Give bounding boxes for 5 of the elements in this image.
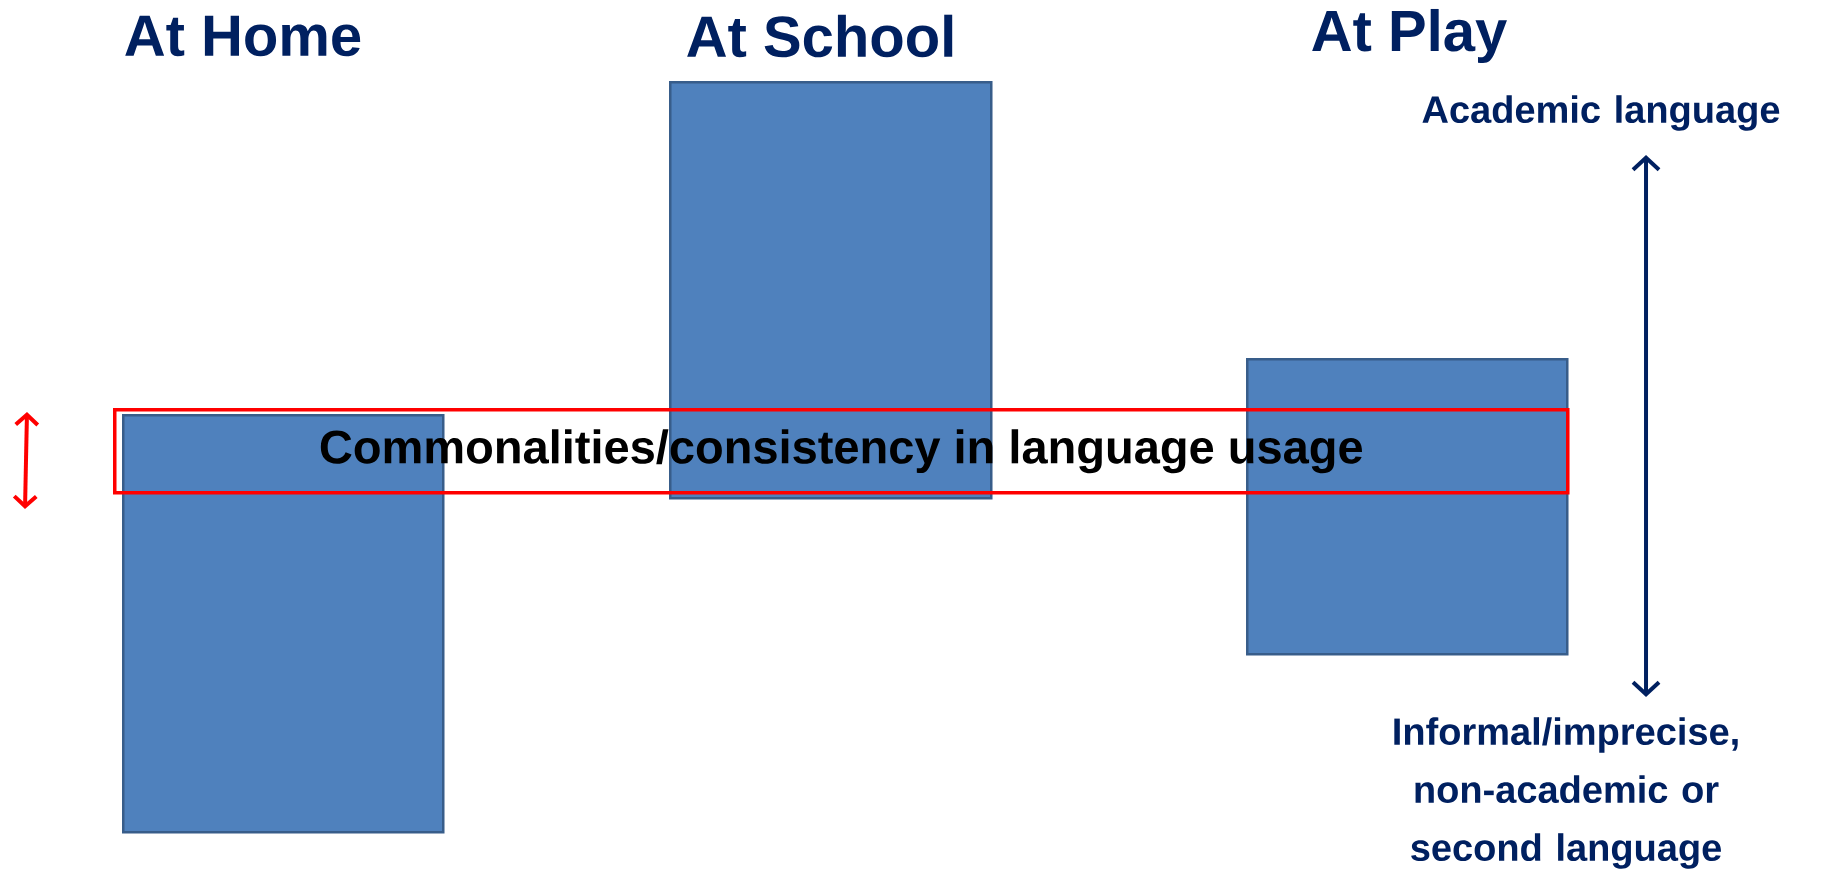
scale-label: Academic language (1422, 95, 1780, 131)
heading: At Home (125, 15, 361, 57)
scale-label: Informal/imprecise, non-academic or second language (1394, 717, 1738, 869)
heading: At Play (1312, 8, 1507, 64)
double-arrow (1631, 155, 1661, 697)
